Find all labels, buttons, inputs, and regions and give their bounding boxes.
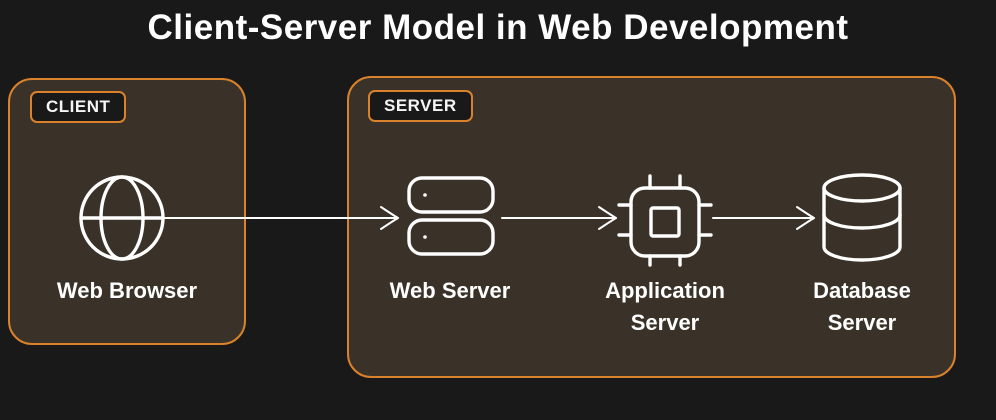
web-server-label: Web Server: [389, 278, 511, 303]
server-group-badge: SERVER: [368, 90, 473, 122]
cpu-icon: [617, 172, 713, 268]
diagram-title: Client-Server Model in Web Development: [147, 8, 849, 47]
database-icon: [814, 169, 910, 265]
client-group-box: CLIENT: [8, 78, 246, 345]
web-browser-label: Web Browser: [56, 278, 198, 303]
globe-icon: [74, 170, 170, 266]
database-server-label: Database Server: [813, 278, 911, 335]
client-group-badge: CLIENT: [30, 91, 127, 123]
application-server-label: Application Server: [605, 278, 725, 335]
server-rack-icon: [402, 168, 498, 264]
